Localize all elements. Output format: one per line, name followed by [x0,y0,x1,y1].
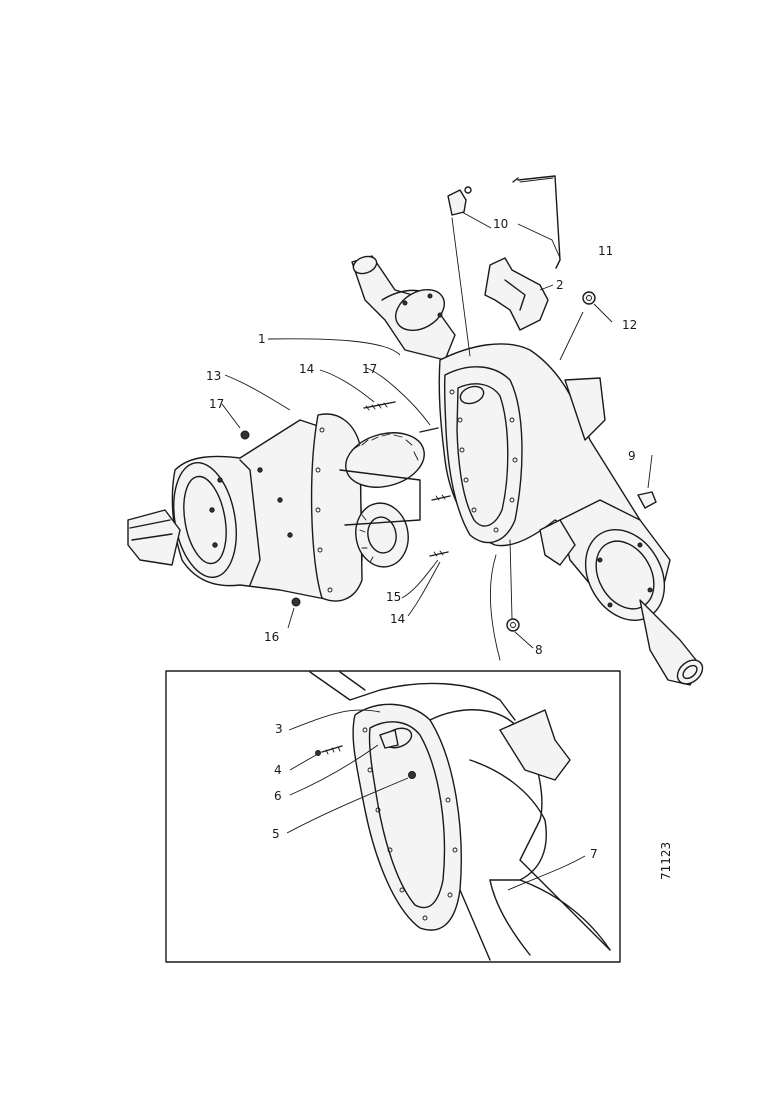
nut-12 [582,291,596,305]
leader-lines [221,211,653,891]
callout-5: 5 [272,827,280,841]
callout-11: 11 [598,244,613,258]
detail-inset-housing [309,671,611,961]
breather-pipe [512,175,561,269]
plug-8 [506,618,520,632]
callout-12: 12 [622,318,637,332]
callout-8: 8 [535,643,543,657]
nut-17 [240,430,301,607]
studs [363,401,451,557]
callout-4: 4 [274,763,282,777]
callout-14-lower: 14 [390,612,405,626]
callout-17-lower: 16 [264,630,279,644]
callout-2: 2 [556,278,564,292]
callout-1: 1 [258,332,266,346]
callout-3: 3 [275,722,283,736]
callout-13: 13 [206,369,221,383]
breather-fitting [447,186,472,216]
callout-10: 10 [493,217,508,231]
callout-7: 7 [590,847,598,861]
callout-16: 17 [362,362,377,376]
callout-9: 9 [628,449,636,463]
callout-14-upper: 14 [299,362,314,376]
plug-9 [637,491,657,509]
callout-15: 15 [386,590,401,604]
callout-labels: 10 11 2 12 1 13 14 17 17 9 15 14 16 8 3 … [206,217,673,880]
detail-inset-frame [165,670,621,963]
crown-wheel [339,432,425,568]
axle-housing [351,255,704,686]
callout-6: 6 [274,789,282,803]
differential-carrier [127,413,363,602]
callout-17-upper: 17 [209,397,224,411]
mounting-bracket [484,257,549,331]
drawing-number: 71123 [659,842,673,880]
